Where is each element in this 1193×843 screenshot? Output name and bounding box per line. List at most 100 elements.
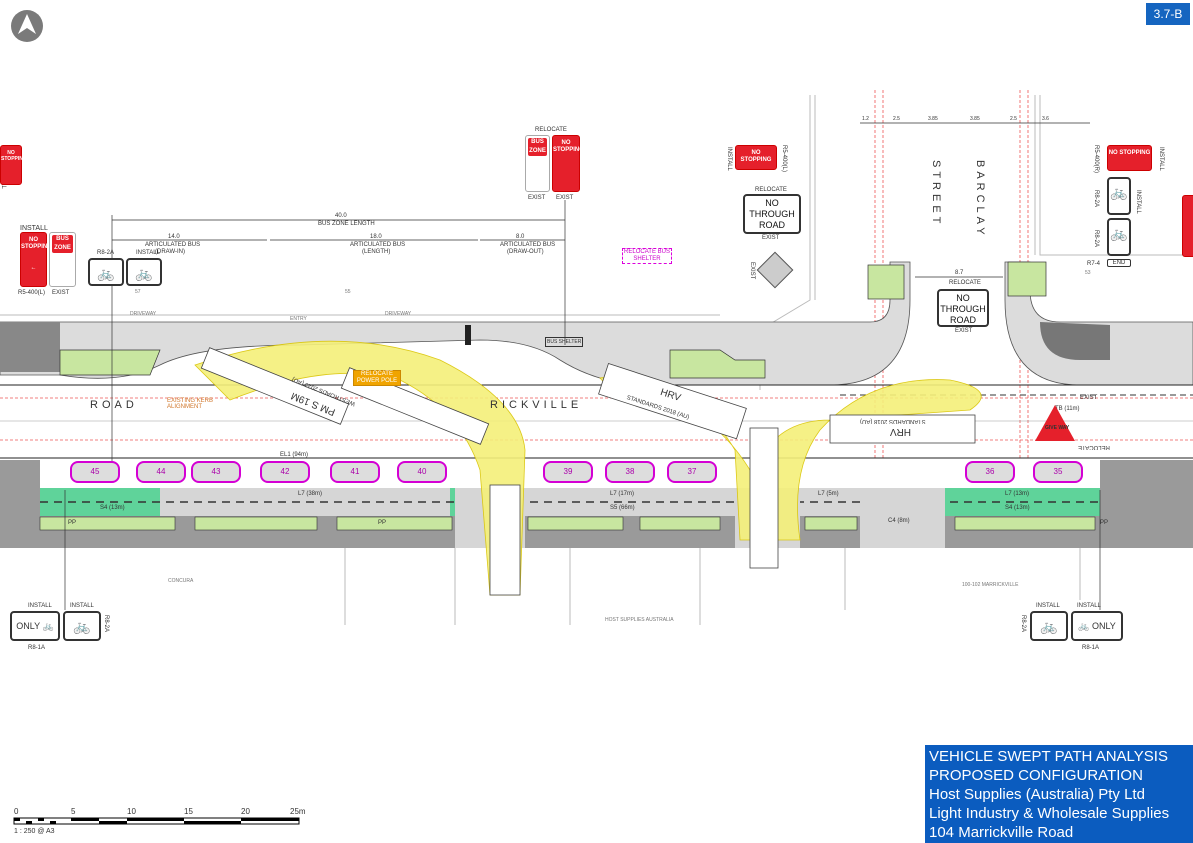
relocate-bus-shelter: RELOCATE BUS SHELTER [622, 248, 672, 264]
sign-bus-zone: BUS ZONE [525, 135, 550, 192]
dim-barclay: 3.85 [970, 116, 980, 122]
property-concura: CONCURA [168, 578, 194, 584]
property-53: 53 [1085, 270, 1091, 276]
garden-bed-2 [669, 349, 766, 379]
lane-l7: L7 (13m) [1005, 491, 1030, 497]
sign-relocate-label: RELOCATE [949, 280, 981, 286]
sign-code: R5-400(L) [781, 145, 787, 173]
sign-code: R8-2A [1093, 230, 1099, 248]
dim-crossing: 8.7 [955, 270, 964, 276]
sign-text: BUS ZONE [52, 235, 73, 253]
parking-bay: 38 [605, 461, 655, 483]
dim-draw-out: 8.0 [516, 234, 525, 240]
driveway-label: DRIVEWAY [385, 311, 412, 317]
road-name-left: ROAD [90, 399, 138, 411]
kerb-blister-west [867, 264, 905, 300]
barclay-name: BARCLAY [974, 160, 986, 239]
sign-relocate-label: RELOCATE [535, 127, 567, 133]
sign-no-through-road: NO THROUGH ROAD [743, 194, 801, 234]
sign-exist: EXIST [762, 235, 780, 241]
title-line: Host Supplies (Australia) Pty Ltd [929, 786, 1145, 803]
dim-draw-in-sub: (DRAW-IN) [155, 249, 185, 255]
sign-bus-zone: BUS ZONE [49, 232, 76, 287]
scale-bar [13, 817, 300, 825]
tactile-paving [1040, 322, 1110, 360]
parking-bay: 36 [965, 461, 1015, 483]
sign-code: R8-2A [97, 250, 115, 256]
sign-install-label: INSTALL [1135, 190, 1141, 214]
title-block: VEHICLE SWEPT PATH ANALYSIS PROPOSED CON… [925, 745, 1193, 843]
sign-relocate-label: RELOCATE [1078, 444, 1110, 450]
give-way-text: GIVE WAY [1045, 425, 1070, 431]
sign-exist: EXIST [749, 262, 755, 280]
sign-text: ONLY [16, 621, 40, 631]
sign-code: R8-1A [1082, 645, 1100, 651]
lane-el1: EL1 (94m) [280, 452, 309, 458]
sign-bicycle-only-r8-1a: ONLY 🚲 [10, 611, 60, 641]
sign-text: NO STOPPING [21, 237, 52, 250]
parking-bay: 44 [136, 461, 186, 483]
sign-no-through-road: NO THROUGH ROAD [937, 289, 989, 327]
south-garden-beds [39, 516, 1096, 531]
sign-text: NO STOPPING [1108, 150, 1151, 156]
sign-text: NO STOPPING [740, 150, 772, 163]
sign-exist: EXIST [1080, 395, 1098, 401]
driveway-label: DRIVEWAY [130, 311, 157, 317]
sign-install-label: INSTALL [726, 147, 732, 171]
lane-s4: S4 (13m) [100, 505, 125, 511]
relocate-power-pole: RELOCATE POWER POLE [353, 370, 401, 386]
scale-tick-label: 5 [71, 807, 76, 816]
dim-length-sub: (LENGTH) [362, 249, 391, 255]
entry-label: ENTRY [290, 316, 307, 322]
dim-draw-in: 14.0 [168, 234, 180, 240]
sign-exist: EXIST [955, 328, 973, 334]
sign-install-label: INSTALL [28, 603, 52, 609]
title-line: 104 Marrickville Road [929, 824, 1074, 841]
dim-barclay: 1.2 [862, 116, 869, 122]
parking-bay: 39 [543, 461, 593, 483]
sign-exist: EXIST [52, 290, 70, 296]
vehicle-hrv-2-std: STANDARDS 2018 (AU) [860, 418, 926, 424]
sign-end: END [1107, 259, 1131, 267]
scale-tick-label: 10 [127, 807, 136, 816]
parking-bay: 45 [70, 461, 120, 483]
parking-bay: 43 [191, 461, 241, 483]
road-name-right: RICKVILLE [490, 399, 583, 411]
sign-bicycle-only-r8-1a: 🚲 ONLY [1071, 611, 1123, 641]
sign-install-label: INSTALL [1077, 603, 1101, 609]
vehicle-hrv-2: HRV [890, 426, 911, 437]
kerb-blister-east [1007, 261, 1047, 297]
lane-c4: C4 (8m) [888, 518, 910, 524]
street-name: STREET [930, 160, 942, 228]
bus-shelter: BUS SHELTER [545, 337, 584, 347]
lane-s4: S4 (13m) [1005, 505, 1030, 511]
dim-barclay: 2.5 [893, 116, 900, 122]
sign-text: BUS ZONE [528, 138, 547, 156]
sign-text: ONLY [1091, 621, 1116, 631]
dim-barclay: 3.85 [928, 116, 938, 122]
parking-bay: 41 [330, 461, 380, 483]
lane-l7: L7 (5m) [818, 491, 839, 497]
sign-code: R5-400(L) [18, 290, 46, 296]
sign-exist: EXIST [556, 195, 574, 201]
dimension-lines [64, 122, 1101, 610]
driveway-3 [860, 488, 945, 548]
scale-label: 1 : 250 @ A3 [14, 828, 55, 835]
dim-draw-out-sub: (DRAW-OUT) [507, 249, 544, 255]
sign-exist: EXIST [528, 195, 546, 201]
sign-no-stopping: NO STOPPING [552, 135, 584, 192]
dim-draw-out-label: ARTICULATED BUS [500, 242, 556, 248]
parking-bay: 42 [260, 461, 310, 483]
north-arrow-icon [11, 10, 43, 42]
sign-code: R8-1A [28, 645, 46, 651]
sign-text: NO STOPPING [1, 150, 27, 162]
pram-ramp: PP [68, 520, 77, 526]
existing-kerb-label: EXISTING KERB ALIGNMENT [167, 398, 214, 410]
sign-code: R7-4 [1087, 261, 1101, 267]
garden-bed [59, 349, 161, 376]
sign-code: R5-400(R) [1093, 145, 1099, 174]
lane-s5: S5 (66m) [610, 505, 635, 511]
dim-barclay: 2.5 [1010, 116, 1017, 122]
dim-draw-in-label: ARTICULATED BUS [145, 242, 201, 248]
north-footpath-east [1004, 261, 1193, 386]
